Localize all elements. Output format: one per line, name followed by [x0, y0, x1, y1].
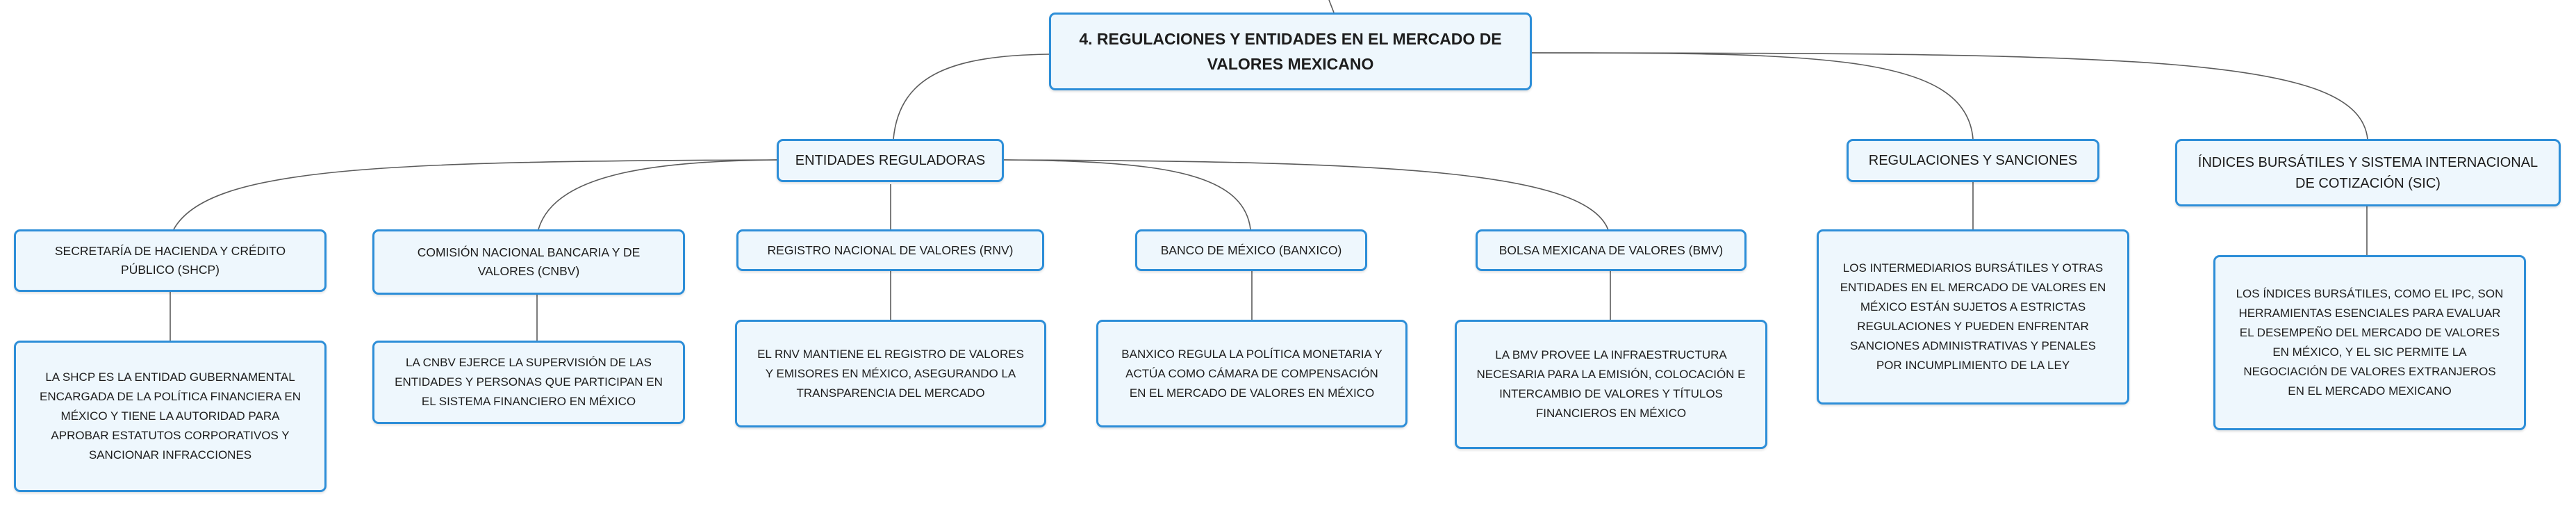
subtopic-bmv[interactable]: BOLSA MEXICANA DE VALORES (BMV)	[1476, 229, 1747, 271]
detail-banxico-text: BANXICO REGULA LA POLÍTICA MONETARIA Y A…	[1121, 347, 1382, 400]
detail-indices[interactable]: LOS ÍNDICES BURSÁTILES, COMO EL IPC, SON…	[2213, 255, 2526, 430]
detail-banxico[interactable]: BANXICO REGULA LA POLÍTICA MONETARIA Y A…	[1096, 320, 1407, 427]
detail-cnbv-text: LA CNBV EJERCE LA SUPERVISIÓN DE LAS ENT…	[395, 356, 663, 408]
subtopic-bmv-label: BOLSA MEXICANA DE VALORES (BMV)	[1498, 243, 1724, 257]
connector-entidades-shcp	[173, 159, 777, 230]
detail-regulaciones-text: LOS INTERMEDIARIOS BURSÁTILES Y OTRAS EN…	[1840, 261, 2106, 372]
detail-shcp[interactable]: LA SHCP ES LA ENTIDAD GUBERNAMENTAL ENCA…	[14, 341, 327, 492]
connector-root-parent	[1328, 0, 1335, 13]
detail-regulaciones[interactable]: LOS INTERMEDIARIOS BURSÁTILES Y OTRAS EN…	[1817, 229, 2129, 405]
topic-regulaciones-sanciones-label: REGULACIONES Y SANCIONES	[1868, 153, 2078, 168]
detail-indices-text: LOS ÍNDICES BURSÁTILES, COMO EL IPC, SON…	[2236, 287, 2504, 398]
subtopic-banxico-label: BANCO DE MÉXICO (BANXICO)	[1160, 243, 1342, 257]
detail-rnv[interactable]: EL RNV MANTIENE EL REGISTRO DE VALORES Y…	[735, 320, 1046, 427]
topic-entidades-reguladoras-label: ENTIDADES REGULADORAS	[795, 153, 986, 168]
subtopic-banxico[interactable]: BANCO DE MÉXICO (BANXICO)	[1135, 229, 1367, 271]
detail-cnbv[interactable]: LA CNBV EJERCE LA SUPERVISIÓN DE LAS ENT…	[372, 341, 685, 424]
connector-entidades-bmv	[1003, 159, 1610, 233]
detail-bmv[interactable]: LA BMV PROVEE LA INFRAESTRUCTURA NECESAR…	[1455, 320, 1767, 449]
connector-root-regulaciones	[1531, 52, 1974, 140]
root-topic[interactable]: 4. REGULACIONES Y ENTIDADES EN EL MERCAD…	[1049, 13, 1532, 90]
topic-regulaciones-sanciones[interactable]: REGULACIONES Y SANCIONES	[1847, 139, 2099, 182]
topic-indices-bursatiles[interactable]: ÍNDICES BURSÁTILES Y SISTEMA INTERNACION…	[2175, 139, 2561, 206]
topic-indices-bursatiles-label: ÍNDICES BURSÁTILES Y SISTEMA INTERNACION…	[2197, 154, 2538, 191]
connector-entidades-banxico	[1003, 159, 1251, 230]
detail-shcp-text: LA SHCP ES LA ENTIDAD GUBERNAMENTAL ENCA…	[40, 370, 301, 462]
connector-root-indices	[1531, 52, 2368, 140]
subtopic-cnbv[interactable]: COMISIÓN NACIONAL BANCARIA Y DE VALORES …	[372, 229, 685, 295]
detail-bmv-text: LA BMV PROVEE LA INFRAESTRUCTURA NECESAR…	[1476, 348, 1746, 420]
topic-entidades-reguladoras[interactable]: ENTIDADES REGULADORAS	[777, 139, 1004, 182]
connector-entidades-cnbv	[538, 159, 777, 230]
root-topic-label: 4. REGULACIONES Y ENTIDADES EN EL MERCAD…	[1079, 30, 1502, 73]
subtopic-rnv[interactable]: REGISTRO NACIONAL DE VALORES (RNV)	[736, 229, 1044, 271]
subtopic-shcp-label: SECRETARÍA DE HACIENDA Y CRÉDITO PÚBLICO…	[54, 244, 286, 277]
subtopic-cnbv-label: COMISIÓN NACIONAL BANCARIA Y DE VALORES …	[417, 245, 641, 278]
detail-rnv-text: EL RNV MANTIENE EL REGISTRO DE VALORES Y…	[757, 347, 1024, 400]
connector-root-entidades	[893, 54, 1050, 140]
subtopic-shcp[interactable]: SECRETARÍA DE HACIENDA Y CRÉDITO PÚBLICO…	[14, 229, 327, 292]
subtopic-rnv-label: REGISTRO NACIONAL DE VALORES (RNV)	[767, 243, 1014, 257]
